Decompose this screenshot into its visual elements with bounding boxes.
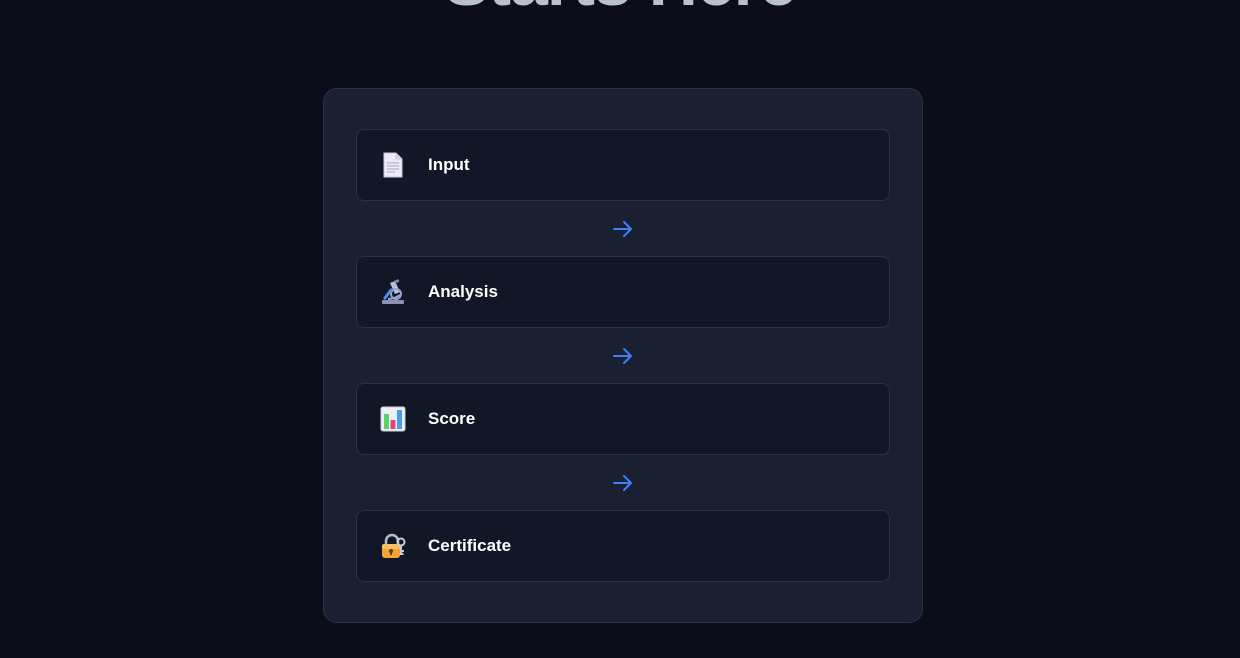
arrow-right-icon [612,474,634,492]
step-label-score: Score [428,409,476,428]
arrow-right-icon [612,220,634,238]
flow-connector [356,328,890,383]
flow-connector [356,455,890,510]
flow-step-certificate: Certificate [356,510,890,582]
flow-connector [356,201,890,256]
bar-chart-icon [379,405,407,433]
document-icon [379,151,407,179]
flow-panel: Input Analysis [323,88,923,623]
flow-step-score: Score [356,383,890,455]
lock-key-icon [379,532,407,560]
flow-step-input: Input [356,129,890,201]
step-label-input: Input [428,155,470,174]
arrow-right-icon [612,347,634,365]
flow-step-analysis: Analysis [356,256,890,328]
hero-title: Starts Here [0,0,1240,16]
microscope-icon [379,278,407,306]
step-label-certificate: Certificate [428,536,512,555]
step-label-analysis: Analysis [428,282,498,301]
